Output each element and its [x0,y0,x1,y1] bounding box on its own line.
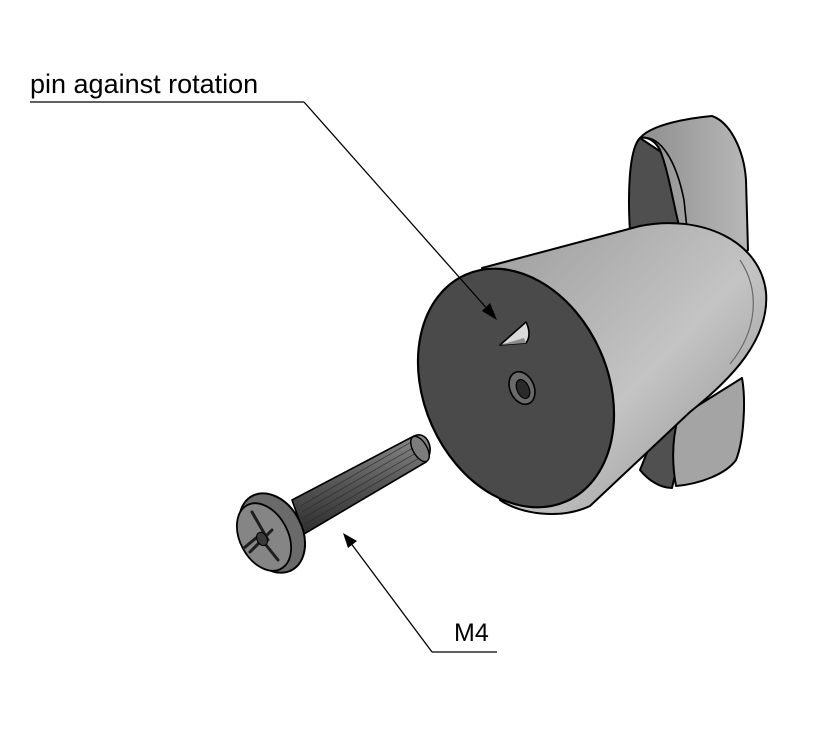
callout-screw-arrowhead [343,533,357,548]
upper-fin-edge [639,136,691,259]
callout-screw-leader [349,541,433,653]
m4-screw [235,434,431,574]
knob-part [416,115,768,515]
callout-pin-leader [303,101,491,313]
screw-tip [410,435,430,463]
lower-fin-light-face [672,377,745,487]
threaded-hole-inner [515,378,531,400]
cone-rim-shading [729,259,754,365]
callout-pin: pin against rotation [30,69,497,320]
callout-screw: M4 [343,533,497,653]
callout-pin-arrowhead [482,303,497,320]
screw-drive-center [255,531,269,547]
callout-screw-label: M4 [454,619,489,647]
anti-rotation-pin-shadow [500,338,526,345]
screw-thread [300,437,427,530]
callout-pin-label: pin against rotation [30,69,258,99]
